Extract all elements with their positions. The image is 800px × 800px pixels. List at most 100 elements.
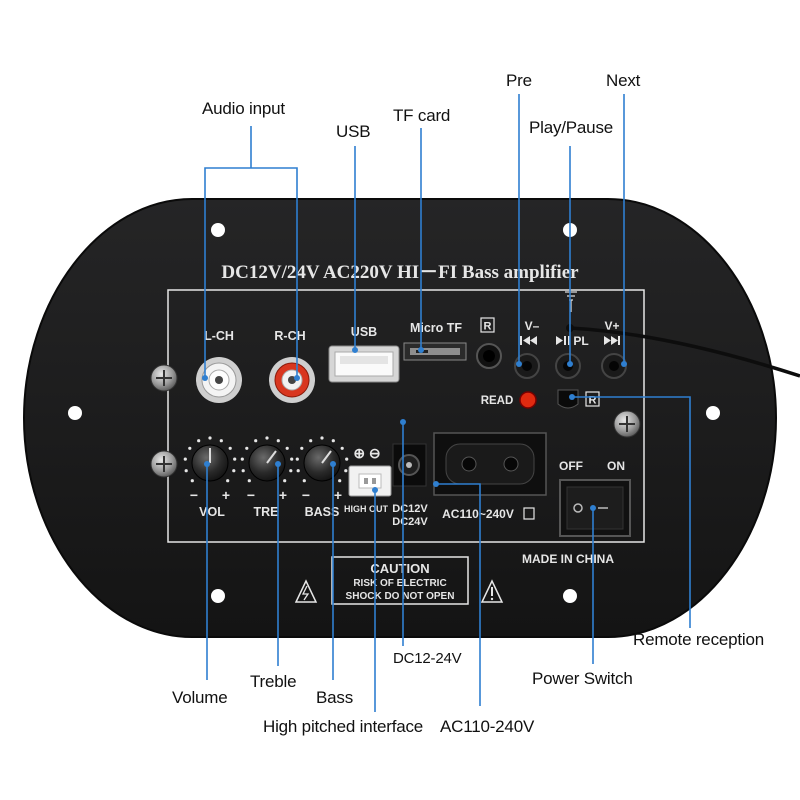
bass-minus: −: [302, 487, 310, 503]
mount-hole: [706, 406, 720, 420]
knob-scale-dot: [247, 479, 251, 483]
knob-scale-dot: [228, 446, 232, 450]
high-out-connector: [348, 465, 392, 497]
knob-scale-dot: [289, 469, 293, 473]
knob-scale-dot: [184, 469, 188, 473]
knob-scale-dot: [265, 436, 269, 440]
callout-treble: Treble: [250, 672, 297, 691]
callout-pre: Pre: [506, 71, 532, 90]
callout-power-switch: Power Switch: [532, 669, 633, 688]
screw: [613, 410, 641, 438]
ir-box: [480, 317, 495, 333]
remote-r-box: [585, 391, 600, 407]
knob-scale-dot: [208, 436, 212, 440]
antenna-cable: [569, 326, 800, 378]
label-vol: VOL: [199, 505, 225, 519]
knob-scale-dot: [302, 479, 306, 483]
usb-port: [328, 345, 400, 383]
rca-jack-left: [196, 357, 242, 403]
knob-scale-dot: [344, 469, 348, 473]
mount-hole: [211, 589, 225, 603]
knob-scale-dots: [183, 436, 349, 483]
rca-jack-right: [269, 357, 315, 403]
knob-scale-dot: [226, 479, 230, 483]
bass-knob: [303, 444, 341, 482]
label-ac: AC110~240V: [442, 507, 514, 521]
label-r-mark: R: [484, 321, 492, 333]
knob-scale-dot: [320, 436, 324, 440]
label-tre: TRE: [254, 505, 279, 519]
knob-scale-dot: [340, 446, 344, 450]
vol-knob: [191, 444, 229, 482]
label-rch: R-CH: [274, 329, 305, 343]
knob-scale-dot: [240, 457, 244, 461]
callout-audio-input: Audio input: [202, 99, 285, 118]
screw: [150, 364, 178, 392]
label-off: OFF: [559, 459, 583, 473]
label-high-out: HIGH OUT: [344, 504, 389, 514]
mount-hole: [68, 406, 82, 420]
knob-scale-dot: [290, 457, 294, 461]
panel-frame: [167, 289, 645, 543]
knob-scale-dot: [183, 457, 187, 461]
knob-scale-dot: [300, 446, 304, 450]
knob-scale-dot: [219, 439, 223, 443]
leader-dots: [202, 347, 627, 511]
label-pl: PL: [573, 334, 588, 348]
tre-plus: +: [279, 487, 287, 503]
double-insulation-icon: [523, 507, 535, 520]
leader-ac: [436, 483, 481, 706]
warning-right-icon: [480, 579, 504, 603]
next-glyph-icon: [604, 336, 620, 345]
label-read: READ: [481, 395, 514, 407]
knob-scale-dot: [232, 469, 236, 473]
label-v-plus: V+: [604, 319, 619, 333]
callout-ac110-240: AC110-240V: [440, 717, 535, 736]
knob-scale-dot: [331, 439, 335, 443]
callout-high-pitched: High pitched interface: [263, 717, 424, 736]
dc-jack: [392, 443, 427, 487]
mount-hole: [563, 589, 577, 603]
callout-usb: USB: [336, 122, 371, 141]
knob-scale-dot: [197, 439, 201, 443]
label-v-minus: V–: [525, 319, 540, 333]
tre-minus: −: [247, 487, 255, 503]
label-usb: USB: [351, 325, 377, 339]
callout-dc12-24: DC12-24V: [393, 650, 462, 667]
mount-hole: [211, 223, 225, 237]
knob-scale-dot: [245, 446, 249, 450]
caution-line-2: SHOCK DO NOT OPEN: [346, 591, 455, 602]
label-on: ON: [607, 459, 625, 473]
warning-left-icon: [294, 579, 318, 603]
leader-remote: [572, 396, 691, 628]
remote-sensor: [557, 389, 579, 409]
knob-scale-dot: [254, 439, 258, 443]
knob-scale-dot: [338, 479, 342, 483]
play-pause-glyph-icon: [556, 336, 570, 345]
knob-scale-dot: [233, 457, 237, 461]
knob-scale-dot: [295, 457, 299, 461]
label-lch: L-CH: [204, 329, 234, 343]
knob-scale-dot: [241, 469, 245, 473]
leader-lines: [204, 94, 691, 712]
micro-tf-slot: [403, 342, 467, 361]
knob-scale-dot: [296, 469, 300, 473]
knob-scale-dot: [345, 457, 349, 461]
knob-scale-dot: [285, 446, 289, 450]
callout-remote-reception: Remote reception: [633, 630, 764, 649]
knob-scale-dot: [188, 446, 192, 450]
knob-scale-dot: [309, 439, 313, 443]
caution-title: CAUTION: [370, 561, 429, 576]
panel-title: DC12V/24V AC220V HI－FI Bass amplifier: [221, 262, 579, 283]
callout-volume: Volume: [172, 688, 228, 707]
label-micro-tf: Micro TF: [410, 321, 462, 335]
tre-knob: [248, 444, 286, 482]
callout-play-pause: Play/Pause: [529, 118, 613, 137]
read-led-icon: [519, 391, 537, 409]
label-r-mark-remote: R: [589, 395, 597, 407]
ac-inlet: [433, 432, 547, 496]
prev-glyph-icon: [520, 336, 537, 345]
knob-scale-dot: [276, 439, 280, 443]
knob-scale-dot: [283, 479, 287, 483]
